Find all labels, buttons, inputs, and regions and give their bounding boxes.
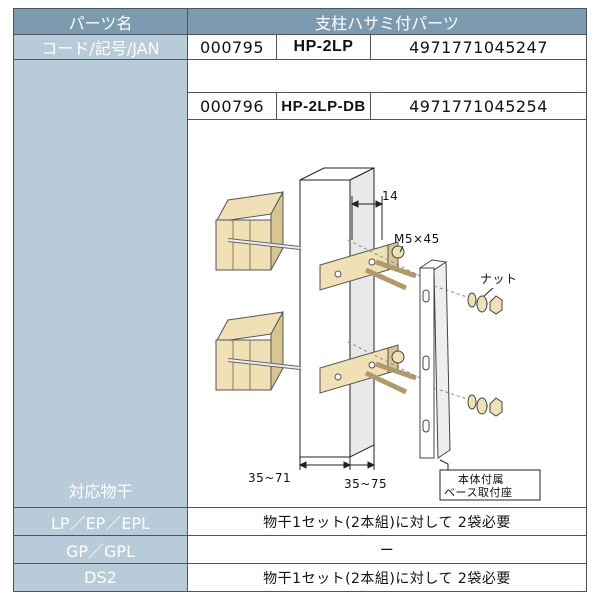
range-left-label: 35~71 <box>248 471 291 485</box>
bottom-dimensions <box>298 445 376 470</box>
left-bracket-upper <box>215 191 301 271</box>
dimension-14 <box>350 196 384 240</box>
left-bracket-lower <box>215 311 301 391</box>
row-1-value: 物干1セット(2本組)に対して 2袋必要 <box>263 514 511 531</box>
parts-name-label: パーツ名 <box>68 13 133 33</box>
row-3-label-cell: DS2 <box>13 563 188 592</box>
row-1-label: LP／EP／EPL <box>51 513 150 533</box>
part-name: 支柱ハサミ付パーツ <box>315 13 459 33</box>
note-line-2: ベース取付座 <box>444 485 512 499</box>
codes-label: コード/記号/JAN <box>41 39 160 58</box>
base-note-box <box>439 459 541 501</box>
row-3-value: 物干1セット(2本組)に対して 2袋必要 <box>263 570 511 587</box>
header-label-cell: パーツ名 <box>13 8 188 35</box>
row-2-label-cell: GP／GPL <box>13 535 188 564</box>
post <box>299 167 375 458</box>
compatible-label-cell: 対応物干 <box>13 59 188 508</box>
range-right-label: 35~75 <box>344 477 387 491</box>
spacer-row <box>187 59 587 93</box>
product-1-symbol: HP-2LP <box>276 34 371 60</box>
product-2-code: 000796 <box>187 92 277 120</box>
product-2-symbol: HP-2LP-DB <box>276 92 371 120</box>
compatible-label: 対応物干 <box>68 482 133 501</box>
header-part-name-cell: 支柱ハサミ付パーツ <box>187 8 587 35</box>
row-2-value: ー <box>379 542 395 559</box>
bolt-label: M5×45 <box>394 232 440 246</box>
row-3-value-cell: 物干1セット(2本組)に対して 2袋必要 <box>187 563 587 592</box>
product-1-jan: 4971771045247 <box>370 34 587 60</box>
nut-label: ナット <box>480 272 518 286</box>
row-1-value-cell: 物干1セット(2本組)に対して 2袋必要 <box>187 507 587 536</box>
parts-spec-table: パーツ名 支柱ハサミ付パーツ コード/記号/JAN 対応物干 000795 HP… <box>13 8 587 592</box>
mounting-diagram: 14 M5×45 ナット 35~71 35~75 <box>215 167 541 501</box>
row-2-value-cell: ー <box>187 535 587 564</box>
dim-14-label: 14 <box>382 189 398 203</box>
row-3-label: DS2 <box>84 568 117 587</box>
nuts-and-washers <box>433 285 503 417</box>
note-line-1: 本体付属 <box>458 472 504 486</box>
diagram-cell: 14 M5×45 ナット 35~71 35~75 <box>187 119 587 509</box>
row-1-label-cell: LP／EP／EPL <box>13 507 188 536</box>
codes-label-cell: コード/記号/JAN <box>13 34 188 60</box>
product-2-jan: 4971771045254 <box>370 92 587 120</box>
product-1-code: 000795 <box>187 34 277 60</box>
row-2-label: GP／GPL <box>65 541 135 561</box>
base-mounting-rail <box>418 259 451 459</box>
